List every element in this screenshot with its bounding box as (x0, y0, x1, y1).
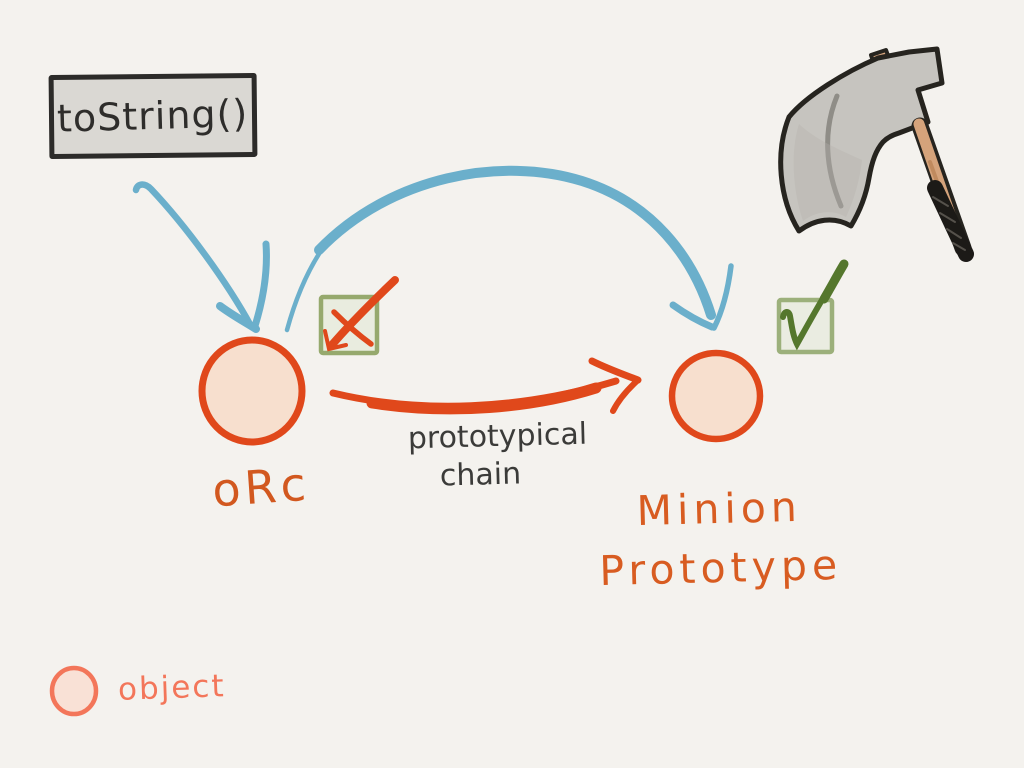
chain-arrow-shaft-thick (366, 382, 602, 415)
chain-arrowhead-upper-barb (588, 357, 642, 384)
check-stroke-thick-tail (819, 259, 849, 304)
tostring-to-orc-arrow (132, 181, 270, 333)
tostring-label: toString() (56, 91, 250, 141)
arc-arrowhead-left-barb (669, 301, 716, 331)
arc-arrowhead-right-barb (711, 263, 734, 331)
arrow-shaft (132, 181, 255, 330)
chain-arrowhead-lower-barb (610, 377, 641, 414)
cross-counter-stroke (331, 309, 374, 347)
prototypical-chain-arrow (329, 357, 642, 415)
tostring-method-box: toString() (48, 72, 258, 160)
orc-label: oRc (210, 456, 312, 518)
minion-label-line2: Prototype (598, 541, 843, 596)
check-mark-icon (780, 259, 849, 351)
prototype-lookup-success-checkbox (776, 259, 849, 355)
orc-object-circle (198, 336, 306, 446)
axe-blade-wash (793, 124, 862, 221)
arrowhead-right-barb (251, 240, 270, 330)
prototype-object-circle (668, 349, 764, 443)
cross-long-stroke (327, 276, 399, 350)
cross-mark-icon (323, 276, 399, 352)
chain-label-line1: prototypical (407, 416, 588, 457)
chain-label-line2: chain (439, 455, 522, 494)
legend-object-label: object (117, 668, 227, 708)
legend-object-circle (49, 665, 99, 717)
axe-icon (778, 46, 974, 262)
cross-arrowhead (323, 329, 348, 352)
minion-label-line1: Minion (635, 482, 803, 536)
minion-prototype-label: Minion Prototype (578, 476, 861, 602)
axe-grip-hatching (932, 196, 966, 251)
orc-to-prototype-lookup-arc (284, 165, 734, 333)
axe-grip (927, 180, 974, 262)
axe-head (778, 46, 945, 234)
arc-main-stroke (314, 165, 716, 320)
prototypical-chain-label: prototypical chain (387, 415, 609, 496)
axe-blade-shading (825, 93, 844, 209)
orc-lookup-failed-checkbox (318, 276, 399, 356)
